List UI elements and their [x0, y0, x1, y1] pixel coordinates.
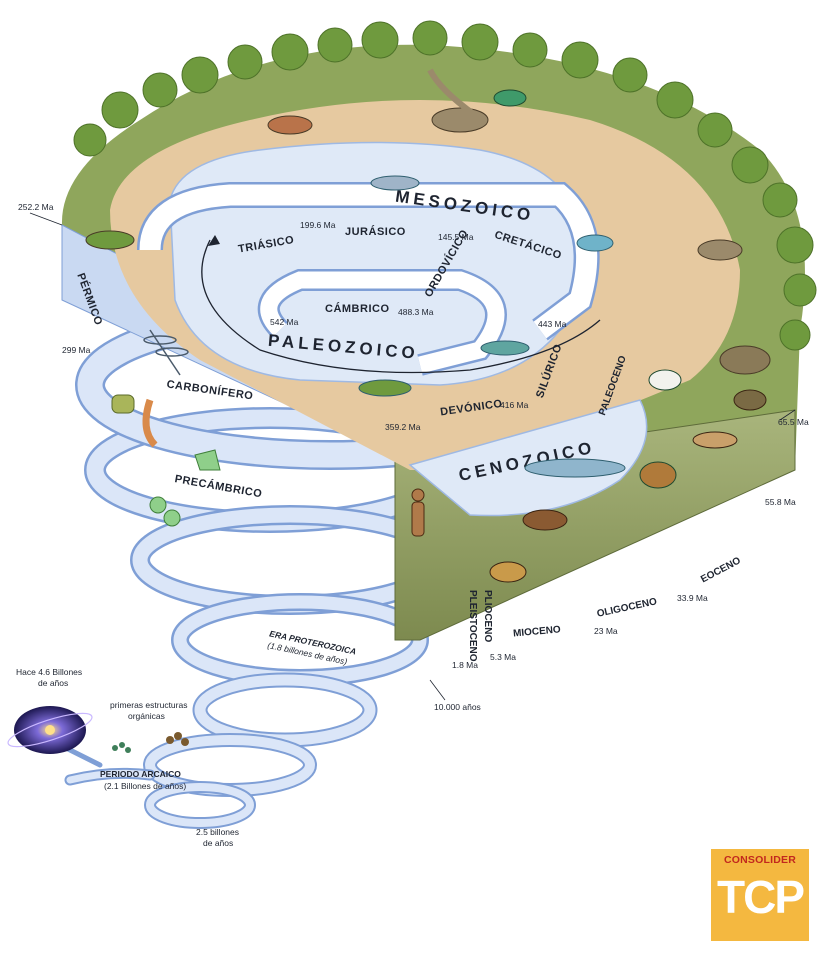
organic-structures-icon — [112, 732, 189, 753]
period-band — [137, 182, 601, 376]
age-5: 5.3 Ma — [490, 652, 516, 662]
dragonfly-icon — [143, 329, 189, 376]
age-145: 145.5 Ma — [438, 232, 474, 242]
epoch-label-pleistoceno: PLEISTOCENO — [467, 590, 478, 662]
tree-icon — [73, 20, 817, 351]
age-252: 252.2 Ma — [18, 202, 54, 212]
epoch-label-mioceno: MIOCENO — [513, 624, 562, 639]
age-359: 359.2 Ma — [385, 422, 421, 432]
bird-icon — [493, 89, 682, 489]
b25-line2: de años — [203, 838, 233, 848]
age-65-leader — [779, 409, 796, 421]
origin-line1: Hace 4.6 Billones — [16, 667, 82, 677]
age-33: 33.9 Ma — [677, 593, 708, 603]
arcaico-sub: (2.1 Billones de años) — [104, 781, 186, 791]
human-icon — [411, 488, 425, 537]
arcaico-title: PERIODO ARCAICO — [100, 769, 181, 779]
epoch-label-eoceno: EOCENO — [699, 555, 743, 585]
age-55: 55.8 Ma — [765, 497, 796, 507]
dinosaur-icon — [85, 68, 771, 375]
period-label-jurasico: JURÁSICO — [345, 225, 406, 238]
organic-line2: orgánicas — [128, 711, 165, 721]
consolider-logo: CONSOLIDER TCP — [711, 849, 809, 941]
logo-mark: TCP — [717, 871, 805, 923]
age-443: 443 Ma — [538, 319, 567, 329]
age-1: 1.8 Ma — [452, 660, 478, 670]
forest-ring — [73, 20, 817, 351]
lower-spiral-coils — [57, 407, 456, 829]
period-label-precambrico: PRECÁMBRICO — [174, 472, 264, 500]
age-10k-leader — [429, 679, 446, 701]
age-199: 199.6 Ma — [300, 220, 336, 230]
logo-name: CONSOLIDER — [723, 854, 796, 866]
age-542: 542 Ma — [270, 317, 299, 327]
age-416: 416 Ma — [500, 400, 529, 410]
period-label-cambrico: CÁMBRICO — [325, 302, 390, 315]
epoch-label-plioceno: PLIOCENO — [482, 590, 493, 642]
b25-line1: 2.5 billones — [196, 827, 239, 837]
age-65: 65.5 Ma — [778, 417, 809, 427]
age-10k: 10.000 años — [434, 702, 481, 712]
galaxy-icon — [7, 706, 93, 754]
age-252-leader — [29, 212, 63, 226]
horse-icon — [489, 389, 767, 583]
organic-line1: primeras estructuras — [110, 700, 187, 710]
age-23: 23 Ma — [594, 626, 618, 636]
epoch-label-oligoceno: OLIGOCENO — [596, 596, 658, 620]
origin-line2: de años — [38, 678, 68, 688]
early-life-icon — [111, 394, 221, 527]
age-488: 488.3 Ma — [398, 307, 434, 317]
fish-icon — [358, 175, 626, 478]
age-299: 299 Ma — [62, 345, 91, 355]
